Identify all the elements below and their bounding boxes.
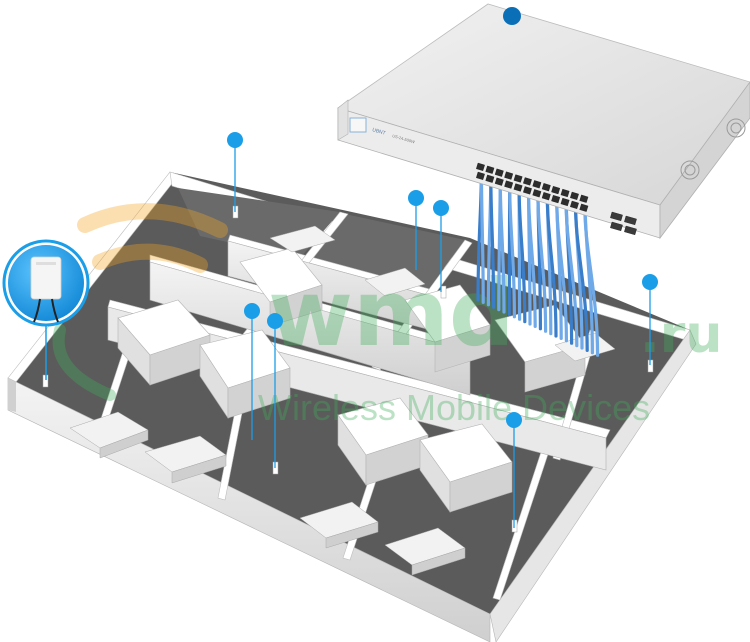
ethernet-port [579, 203, 589, 212]
ethernet-port [494, 168, 504, 177]
ethernet-port [504, 180, 514, 189]
patch-cable [545, 195, 558, 338]
ethernet-port [485, 174, 495, 183]
ethernet-port [560, 188, 570, 198]
wall-plug-device [30, 256, 62, 300]
patch-cable [573, 204, 589, 352]
access-point-marker-dot [244, 303, 260, 319]
ethernet-port [476, 162, 485, 171]
ethernet-port [551, 195, 561, 204]
patch-cable [555, 198, 568, 343]
beds [69, 225, 616, 576]
sfp-ports [610, 211, 637, 236]
ethernet-port [560, 197, 570, 207]
wall-plug-ap-badge [2, 239, 90, 380]
ethernet-port [504, 171, 514, 180]
access-point-marker-dot [227, 132, 243, 148]
switch-rack-ear [337, 99, 349, 141]
outer-wall-left [8, 378, 16, 412]
ethernet-port [523, 177, 532, 186]
network-switch: UBNT US-24-500W [337, 3, 750, 357]
switch-fan-vents [680, 118, 746, 180]
outer-wall-right [489, 329, 697, 642]
switch-brand: UBNT [371, 127, 386, 137]
ethernet-port [579, 194, 589, 203]
switch-model: US-24-500W [392, 133, 416, 144]
ethernet-port [541, 183, 551, 192]
power-cable-icon [33, 298, 59, 323]
watermark-wifi-icon-green [52, 324, 116, 401]
ethernet-port [570, 191, 579, 200]
access-point-marker-dot [267, 313, 283, 329]
watermark-brand: wmd [268, 260, 515, 367]
ethernet-port [476, 171, 485, 180]
ethernet-port [513, 183, 523, 192]
access-point-marker-dot [408, 190, 424, 206]
ethernet-port [532, 180, 542, 189]
switch-marker-dot [503, 7, 521, 25]
ethernet-port [570, 200, 579, 209]
switch-side-face [659, 81, 750, 240]
patch-cable [489, 178, 496, 309]
watermark-tagline: Wireless Mobile Devices [258, 387, 650, 428]
watermark-suffix: .ru [640, 305, 722, 365]
ethernet-port [513, 174, 523, 183]
patch-cable [508, 184, 516, 319]
access-point-marker-dot [506, 412, 522, 428]
ethernet-port [541, 192, 551, 201]
watermark: wmd .ru Wireless Mobile Devices [52, 203, 722, 428]
patch-cable [536, 192, 548, 333]
patch-cable [583, 207, 600, 357]
patch-cable [517, 187, 527, 324]
access-point-marker-dot [642, 274, 658, 290]
patch-cable [526, 189, 537, 328]
ethernet-port [485, 165, 495, 174]
watermark-wifi-icon [77, 203, 228, 273]
switch-touch-display [349, 117, 367, 133]
patch-cable [479, 175, 485, 304]
patch-cable [564, 201, 579, 348]
ethernet-port [494, 177, 504, 186]
ethernet-port [523, 186, 532, 195]
ethernet-port [532, 189, 542, 198]
patch-cable [498, 181, 506, 314]
access-point-markers [227, 7, 658, 528]
switch-port-block [476, 162, 589, 212]
ethernet-port [551, 186, 561, 195]
access-point-marker-dot [433, 200, 449, 216]
room-floor-back-2 [310, 214, 465, 300]
